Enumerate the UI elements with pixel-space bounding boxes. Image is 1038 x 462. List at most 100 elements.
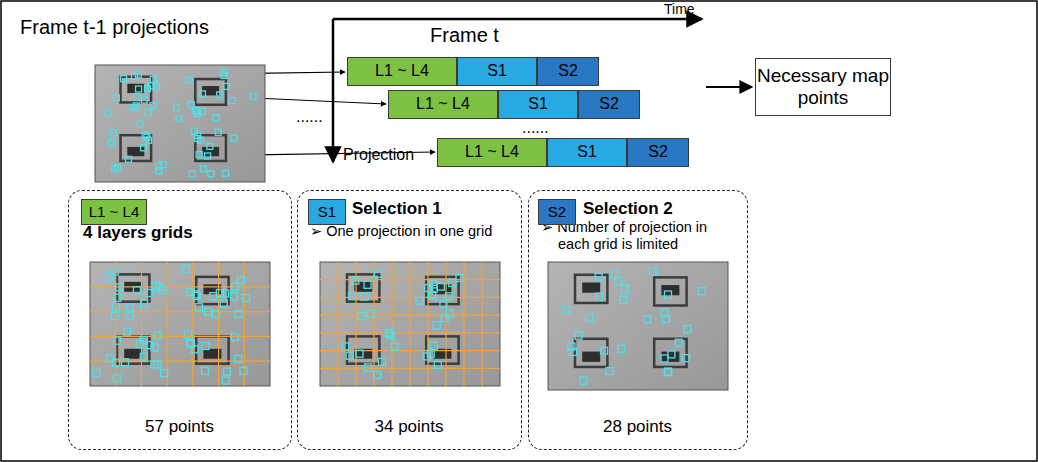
- projection-square: [430, 281, 437, 288]
- projection-square: [595, 274, 602, 281]
- projection-square: [113, 95, 119, 101]
- projection-square: [140, 337, 147, 344]
- projection-square: [580, 377, 587, 384]
- image-ground: [90, 262, 270, 386]
- projection-square: [440, 301, 447, 308]
- grid-line: [445, 262, 446, 386]
- object-shape: [127, 147, 144, 156]
- point-count: 28 points: [529, 417, 746, 437]
- layer-stage: L1 ~ L4: [437, 138, 547, 167]
- image-ground: [95, 65, 265, 182]
- grid-line: [320, 279, 500, 280]
- projection-square: [352, 277, 359, 284]
- projection-square: [212, 311, 219, 318]
- step-panel: 4 layers grids57 pointsL1 ~ L4: [68, 190, 292, 450]
- projection-square: [365, 364, 372, 371]
- object-shape: [575, 339, 607, 367]
- projection-square: [174, 105, 180, 111]
- output-box: Necessary map points: [755, 58, 891, 116]
- projection-square: [606, 368, 613, 375]
- projection-square: [202, 367, 209, 374]
- projection-square: [243, 294, 250, 301]
- projection-square: [662, 316, 669, 323]
- image-ground: [320, 262, 500, 386]
- grid-line: [337, 262, 338, 386]
- object-shape: [117, 274, 149, 301]
- projection-square: [615, 278, 622, 285]
- step-title: Selection 2: [583, 199, 673, 219]
- projection-square: [220, 300, 227, 307]
- projection-square: [568, 343, 575, 350]
- projection-square: [449, 280, 456, 287]
- projection-square: [144, 134, 150, 140]
- projection-square: [430, 342, 437, 349]
- projection-square: [200, 166, 206, 172]
- camera-image: [320, 262, 500, 386]
- selection-stage: S2: [578, 90, 640, 119]
- projection-square: [141, 300, 148, 307]
- projection-square: [188, 102, 194, 108]
- object-shape: [196, 336, 228, 363]
- projection-square: [423, 353, 430, 360]
- box-label: Necessary map points: [756, 65, 890, 109]
- projection-square: [126, 304, 133, 311]
- figure-label: Frame t: [430, 24, 499, 47]
- object-shape: [654, 277, 686, 305]
- object-shape: [654, 339, 686, 367]
- grid-line: [320, 297, 500, 298]
- grid-line: [320, 315, 500, 316]
- point-count: 57 points: [69, 417, 290, 437]
- projection-square: [222, 377, 229, 384]
- projection-square: [188, 340, 195, 347]
- projection-square: [205, 153, 211, 159]
- projection-square: [223, 83, 229, 89]
- projection-square: [229, 98, 235, 104]
- projection-square: [217, 92, 223, 98]
- projection-square: [385, 330, 392, 337]
- projection-square: [346, 352, 353, 359]
- projection-square: [150, 76, 156, 82]
- grid-line: [218, 262, 219, 386]
- projection-square: [361, 293, 368, 300]
- projection-square: [379, 358, 386, 365]
- projection-square: [160, 162, 166, 168]
- projection-square: [131, 105, 137, 111]
- figure-label: Projection: [343, 146, 414, 164]
- projection-square: [140, 353, 147, 360]
- projection-square: [152, 282, 159, 289]
- projection-square: [207, 143, 213, 149]
- selection-stage: S1: [457, 57, 537, 86]
- projection-square: [665, 369, 672, 376]
- projection-square: [675, 339, 682, 346]
- projection-square: [145, 110, 151, 116]
- projection-square: [199, 108, 205, 114]
- box-label: S1: [318, 203, 336, 220]
- grid-line: [141, 262, 142, 386]
- output-arrow: [706, 86, 752, 88]
- object-shape: [582, 282, 600, 292]
- grid-line: [90, 286, 270, 287]
- grid-line: [320, 368, 500, 369]
- projection-square: [135, 71, 141, 77]
- grid-line: [481, 262, 482, 386]
- step-panel: Selection 2➢ Number of projection in eac…: [528, 190, 748, 450]
- projection-square: [664, 368, 671, 375]
- projection-square: [356, 350, 363, 357]
- projection-square: [137, 121, 143, 127]
- box-label: S1: [487, 62, 507, 80]
- projection-square: [150, 103, 156, 109]
- object-shape: [121, 77, 152, 103]
- box-label: S2: [599, 95, 619, 113]
- selection-stage: S2: [537, 57, 599, 86]
- projection-square: [433, 322, 440, 329]
- box-label: L1 ~ L4: [416, 95, 470, 113]
- projection-square: [374, 270, 381, 277]
- projection-square: [116, 284, 123, 291]
- projection-square: [348, 292, 355, 299]
- projection-square: [198, 137, 204, 143]
- projection-square: [215, 129, 221, 135]
- projection-square: [111, 268, 118, 275]
- projection-square: [644, 316, 651, 323]
- grid-line: [355, 262, 356, 386]
